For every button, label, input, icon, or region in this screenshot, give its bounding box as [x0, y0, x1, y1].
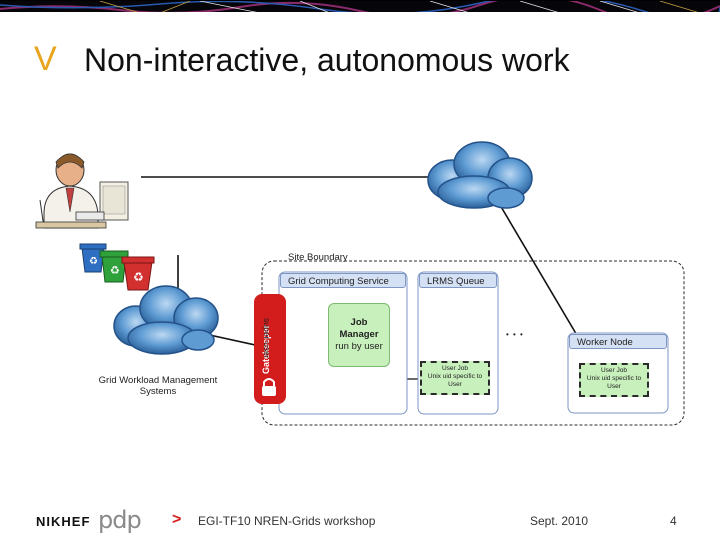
lrms-header: LRMS Queue: [419, 273, 497, 288]
site-boundary-label: Site Boundary: [288, 252, 348, 263]
header-banner-image: [0, 0, 720, 12]
gatekeeper-sublabel: super-user: [262, 318, 272, 359]
user-job-queue: User Job Unix uid specific to User: [420, 361, 490, 395]
nikhef-logo: NIKHEF: [36, 514, 91, 529]
footer-arrow: >: [172, 511, 182, 528]
slide-title: Non-interactive, autonomous work: [84, 42, 570, 78]
svg-text:♻: ♻: [89, 256, 98, 267]
gcs-header: Grid Computing Service: [280, 273, 406, 288]
lock-icon: [262, 378, 276, 396]
job-manager-box: Job Manager run by user: [328, 303, 390, 367]
user-job-w-line1: User Job: [600, 367, 627, 374]
worker-node-header: Worker Node: [569, 334, 667, 349]
pdp-logo: pdp: [98, 506, 142, 534]
gwms-line1: Grid Workload Management: [98, 375, 218, 386]
user-job-q-line1: User Job: [441, 365, 468, 372]
ellipsis-dots: • • •: [506, 330, 524, 339]
svg-text:♻: ♻: [110, 264, 120, 277]
recycle-bins-icon: ♻ ♻ ♻: [79, 243, 155, 291]
job-manager-line2: Manager: [339, 329, 379, 340]
cloud-to-worker-line: [499, 204, 579, 338]
gwms-line2: Systems: [139, 386, 177, 397]
footer-event: EGI-TF10 NREN-Grids workshop: [198, 514, 376, 528]
title-bullet: V: [34, 40, 57, 78]
internet-cloud-left: [113, 285, 219, 355]
internet-cloud-top: [427, 141, 533, 209]
user-job-worker: User Job Unix uid specific to User: [579, 363, 649, 397]
job-manager-line1: Job: [350, 317, 368, 328]
job-manager-line3: run by user: [335, 341, 383, 352]
svg-text:♻: ♻: [133, 270, 144, 284]
user-job-w-line2: Unix uid specific to: [586, 375, 642, 382]
gatekeeper-box: [254, 294, 286, 404]
user-job-q-line3: User: [448, 381, 462, 388]
page-number: 4: [670, 514, 677, 528]
user-at-computer-clipart: [35, 153, 129, 229]
footer-date: Sept. 2010: [530, 514, 589, 528]
user-job-w-line3: User: [607, 383, 621, 390]
user-job-q-line2: Unix uid specific to: [427, 373, 483, 380]
gwms-label: Grid Workload Management Systems: [96, 375, 220, 397]
